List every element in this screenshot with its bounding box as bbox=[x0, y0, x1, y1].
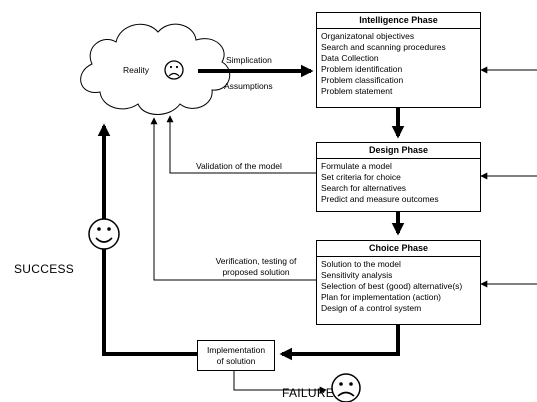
choice-phase-items: Solution to the model Sensitivity analys… bbox=[317, 257, 480, 316]
list-item: Search for alternatives bbox=[321, 183, 407, 193]
design-phase-items: Formulate a model Set criteria for choic… bbox=[317, 159, 480, 207]
list-item: Problem identification bbox=[321, 64, 403, 74]
choice-phase-box: Choice Phase Solution to the model Sensi… bbox=[316, 240, 481, 325]
list-item: Sensitivity analysis bbox=[321, 270, 393, 280]
design-phase-box: Design Phase Formulate a model Set crite… bbox=[316, 142, 481, 212]
list-item: Problem statement bbox=[321, 86, 393, 96]
list-item: Solution to the model bbox=[321, 259, 401, 269]
validation-label: Validation of the model bbox=[196, 161, 282, 171]
list-item: Formulate a model bbox=[321, 161, 392, 171]
verification-label-line1: Verification, testing of bbox=[215, 256, 297, 266]
list-item: Predict and measure outcomes bbox=[321, 194, 439, 204]
reality-label: Reality bbox=[123, 65, 149, 75]
design-phase-title: Design Phase bbox=[317, 143, 480, 159]
intelligence-phase-items: Organizatonal objectives Search and scan… bbox=[317, 29, 480, 99]
happy-face-icon bbox=[88, 218, 120, 250]
list-item: Problem classification bbox=[321, 75, 404, 85]
success-label: SUCCESS bbox=[14, 262, 75, 276]
failure-sad-face-icon bbox=[331, 373, 361, 402]
list-item: Set criteria for choice bbox=[321, 172, 401, 182]
assumptions-label: Assumptions bbox=[224, 81, 273, 91]
list-item: Search and scanning procedures bbox=[321, 42, 446, 52]
list-item: Selection of best (good) alternative(s) bbox=[321, 281, 463, 291]
intelligence-phase-title: Intelligence Phase bbox=[317, 13, 480, 29]
simplication-label: Simplication bbox=[226, 55, 272, 65]
reality-cloud bbox=[80, 23, 231, 115]
success-arrow bbox=[97, 123, 197, 356]
list-item: Organizatonal objectives bbox=[321, 31, 415, 41]
implementation-label-line1: Implementation bbox=[206, 345, 266, 355]
implementation-box: Implementation of solution bbox=[197, 340, 275, 371]
sad-face-icon bbox=[164, 60, 184, 80]
implementation-label-line2: of solution bbox=[216, 356, 256, 366]
failure-label: FAILURE bbox=[282, 386, 335, 400]
verification-label-line2: proposed solution bbox=[222, 267, 290, 277]
validation-feedback-line bbox=[166, 115, 316, 174]
list-item: Design of a control system bbox=[321, 303, 422, 313]
list-item: Plan for implementation (action) bbox=[321, 292, 442, 302]
verification-feedback-line bbox=[150, 117, 316, 281]
choice-to-implementation-arrow bbox=[279, 325, 400, 361]
failure-line bbox=[233, 371, 327, 394]
verification-label: Verification, testing of proposed soluti… bbox=[198, 256, 314, 278]
choice-phase-title: Choice Phase bbox=[317, 241, 480, 257]
list-item: Data Collection bbox=[321, 53, 379, 63]
intelligence-phase-box: Intelligence Phase Organizatonal objecti… bbox=[316, 12, 481, 108]
